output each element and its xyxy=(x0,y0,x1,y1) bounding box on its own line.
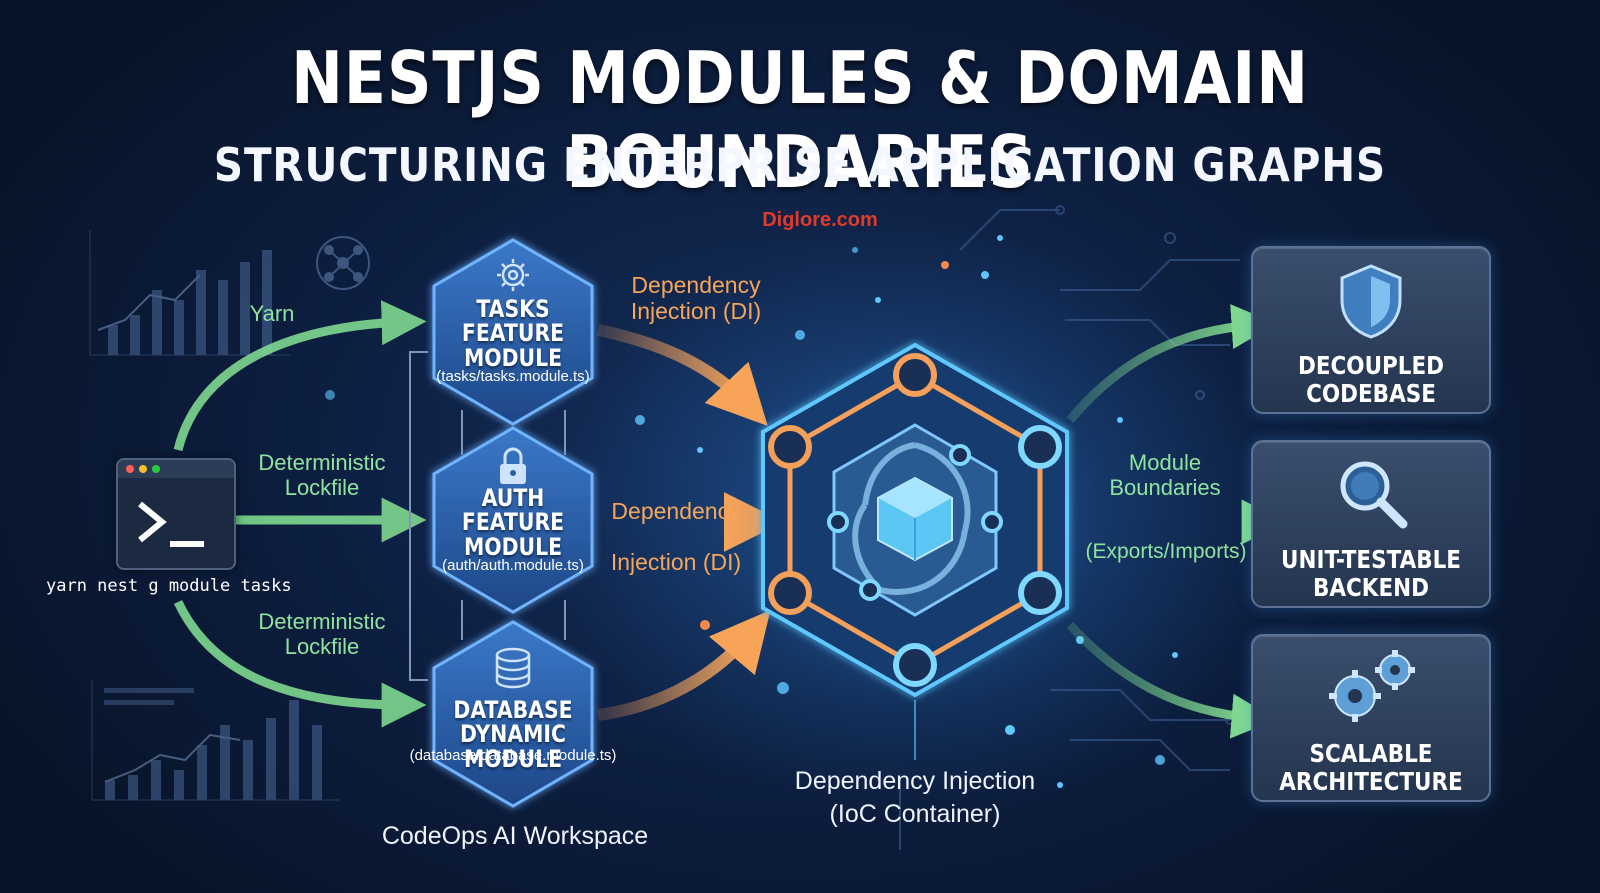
module-connectors xyxy=(461,410,566,640)
database-title-line2: DYNAMIC MODULE xyxy=(460,720,566,773)
label-lockfile-bottom-line1: Deterministic xyxy=(258,609,386,634)
gear-icon xyxy=(497,259,529,291)
container-label-line1: Dependency Injection xyxy=(794,767,1036,795)
label-lockfile-middle-line1: Deterministic xyxy=(258,450,386,475)
particle-dots xyxy=(325,235,1178,788)
auth-title-line1: AUTH xyxy=(481,484,545,512)
card-unit-testable-title: UNIT-TESTABLE BACKEND xyxy=(1270,546,1473,601)
database-module-path: (database/database.module.ts) xyxy=(409,747,617,764)
auth-module-title: AUTH FEATURE MODULE xyxy=(446,484,580,561)
tasks-title-line1: TASKS xyxy=(476,295,550,323)
container-label-line2: (IoC Container) xyxy=(829,799,1001,828)
container-nodes xyxy=(768,353,1062,687)
label-di-top-line1: Dependency xyxy=(631,272,761,298)
label-yarn: Yarn xyxy=(249,301,295,326)
network-node-icon xyxy=(316,236,370,290)
subtitle: STRUCTURING ENTERPRISE APPLICATION GRAPH… xyxy=(213,138,1387,192)
ioc-container[interactable] xyxy=(725,330,1105,710)
edge-di-bottom xyxy=(597,609,771,721)
shield-icon xyxy=(1340,264,1402,339)
gears-icon xyxy=(1329,650,1415,722)
edge-decoupled xyxy=(1066,304,1277,423)
terminal-minimize-dot xyxy=(139,465,147,473)
card-scalable-line2: ARCHITECTURE xyxy=(1279,766,1463,796)
hex-database-module[interactable] xyxy=(432,620,594,808)
card-decoupled-title: DECOUPLED CODEBASE xyxy=(1270,352,1473,407)
label-di-top-line2: Injection (DI) xyxy=(630,297,762,324)
label-lockfile-middle: Deterministic Lockfile xyxy=(242,450,402,500)
label-di-middle: Dependency Injection (DI) xyxy=(596,486,756,588)
database-icon xyxy=(495,647,531,689)
label-boundaries: Module Boundaries xyxy=(1085,450,1245,500)
label-exports-imports: (Exports/Imports) xyxy=(1085,540,1247,563)
card-unit-testable-line2: BACKEND xyxy=(1312,572,1429,602)
background-chart-bottom xyxy=(91,680,340,801)
auth-module-path: (auth/auth.module.ts) xyxy=(442,557,584,574)
terminal-title-bar xyxy=(118,460,234,478)
card-decoupled-codebase[interactable]: DECOUPLED CODEBASE xyxy=(1251,246,1491,414)
card-scalable-architecture[interactable]: SCALABLE ARCHITECTURE xyxy=(1251,634,1491,802)
database-module-title: DATABASE DYNAMIC MODULE xyxy=(412,696,614,773)
magnifier-icon xyxy=(1340,461,1408,529)
label-lockfile-bottom: Deterministic Lockfile xyxy=(242,609,402,659)
background-chart-top xyxy=(89,230,290,356)
label-boundaries-line1: Module xyxy=(1128,450,1202,475)
module-bracket xyxy=(409,351,428,681)
terminal-prompt-icon xyxy=(138,501,204,547)
hex-auth-module[interactable] xyxy=(432,426,594,614)
card-unit-testable-line1: UNIT-TESTABLE xyxy=(1281,545,1461,574)
card-scalable-title: SCALABLE ARCHITECTURE xyxy=(1270,740,1473,795)
terminal-close-dot xyxy=(126,465,134,473)
hex-tasks-module[interactable] xyxy=(432,238,594,426)
card-decoupled-line2: CODEBASE xyxy=(1306,378,1436,408)
auth-title-line3: MODULE xyxy=(463,532,563,561)
label-di-middle-line1: Dependency xyxy=(611,498,741,524)
card-decoupled-line1: DECOUPLED xyxy=(1297,351,1445,380)
database-title-line1: DATABASE xyxy=(453,696,573,724)
edge-yarn xyxy=(173,300,427,452)
cli-command: yarn nest g module tasks xyxy=(46,576,292,596)
watermark: Diglore.com xyxy=(762,209,878,231)
container-label: Dependency Injection (IoC Container) xyxy=(765,765,1065,830)
card-scalable-line1: SCALABLE xyxy=(1309,739,1433,768)
edge-scalable xyxy=(1066,621,1277,739)
lock-icon xyxy=(500,447,526,484)
card-unit-testable-backend[interactable]: UNIT-TESTABLE BACKEND xyxy=(1251,440,1491,608)
tasks-module-title: TASKS FEATURE MODULE xyxy=(446,295,580,372)
label-di-middle-line2: Injection (DI) xyxy=(610,549,742,576)
workspace-label: CodeOps AI Workspace xyxy=(381,822,649,850)
main-title: NESTJS MODULES & DOMAIN BOUNDARIES xyxy=(291,36,1309,204)
terminal-window[interactable] xyxy=(116,458,236,570)
label-di-top: Dependency Injection (DI) xyxy=(606,272,786,325)
terminal-maximize-dot xyxy=(152,465,160,473)
tasks-title-line3: MODULE xyxy=(463,343,563,372)
tasks-title-line2: FEATURE xyxy=(461,319,565,348)
label-lockfile-middle-line2: Lockfile xyxy=(284,474,360,500)
edge-di-top xyxy=(596,324,768,426)
label-boundaries-line2: Boundaries xyxy=(1109,474,1221,500)
edge-lockfile-bottom xyxy=(173,600,427,728)
auth-title-line2: FEATURE xyxy=(461,508,565,537)
label-lockfile-bottom-line2: Lockfile xyxy=(284,633,360,659)
tasks-module-path: (tasks/tasks.module.ts) xyxy=(436,368,590,385)
